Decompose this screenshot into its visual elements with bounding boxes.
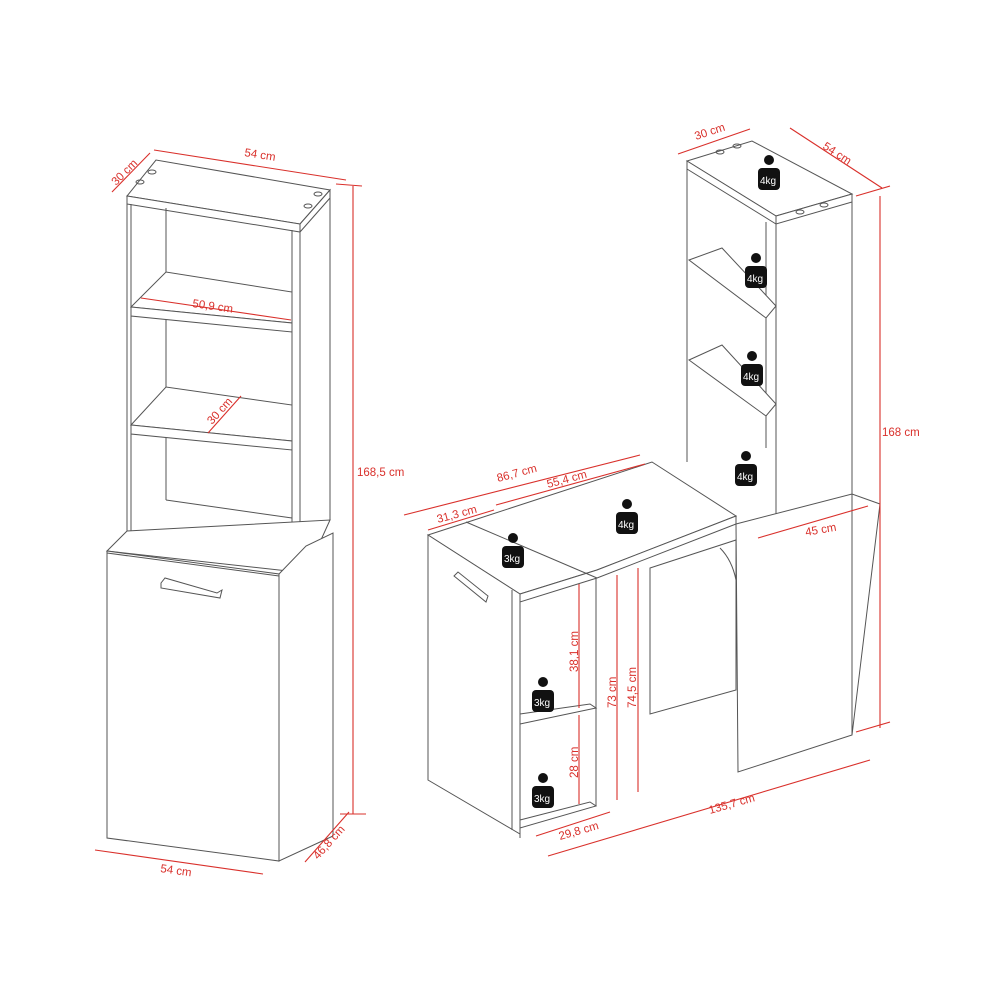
weight-desk-main: 4kg <box>616 499 638 534</box>
svg-text:29,8 cm: 29,8 cm <box>558 820 601 843</box>
weight-shelf-2: 4kg <box>741 351 763 386</box>
dim-left-shelf-width: 50,9 cm <box>192 298 234 316</box>
svg-text:168 cm: 168 cm <box>882 427 920 439</box>
load-weights: 4kg 4kg 4kg 4kg 4kg 3kg <box>502 155 780 808</box>
svg-text:3kg: 3kg <box>534 794 550 805</box>
weight-shelf-1: 4kg <box>745 253 767 288</box>
svg-text:54 cm: 54 cm <box>820 140 853 167</box>
svg-text:73 cm: 73 cm <box>607 677 619 708</box>
svg-text:38,1 cm: 38,1 cm <box>569 631 581 672</box>
svg-text:3kg: 3kg <box>504 554 520 565</box>
weight-desk-side: 3kg <box>502 533 524 568</box>
weight-lower-2: 3kg <box>532 773 554 808</box>
weight-shelf-3: 4kg <box>735 451 757 486</box>
svg-text:4kg: 4kg <box>760 176 776 187</box>
svg-text:4kg: 4kg <box>737 472 753 483</box>
svg-text:135,7 cm: 135,7 cm <box>708 792 757 817</box>
left-door <box>106 550 280 862</box>
left-cabinet <box>105 159 334 862</box>
svg-text:4kg: 4kg <box>618 520 634 531</box>
left-lower-top <box>105 519 331 574</box>
svg-text:3kg: 3kg <box>534 698 550 709</box>
svg-text:30 cm: 30 cm <box>693 122 727 143</box>
dim-left-bottom-width: 54 cm <box>160 863 193 879</box>
svg-text:28 cm: 28 cm <box>569 747 581 778</box>
svg-text:74,5 cm: 74,5 cm <box>627 667 639 708</box>
svg-text:4kg: 4kg <box>743 372 759 383</box>
dim-left-top-depth: 30 cm <box>110 157 141 188</box>
svg-text:45 cm: 45 cm <box>804 522 837 539</box>
weight-top: 4kg <box>758 155 780 190</box>
svg-text:86,7 cm: 86,7 cm <box>496 463 539 485</box>
dim-left-top-width: 54 cm <box>244 147 277 164</box>
right-assembly <box>426 140 881 838</box>
left-door-handle <box>160 577 223 599</box>
dim-left-height: 168,5 cm <box>357 467 404 479</box>
weight-lower-1: 3kg <box>532 677 554 712</box>
svg-text:4kg: 4kg <box>747 274 763 285</box>
